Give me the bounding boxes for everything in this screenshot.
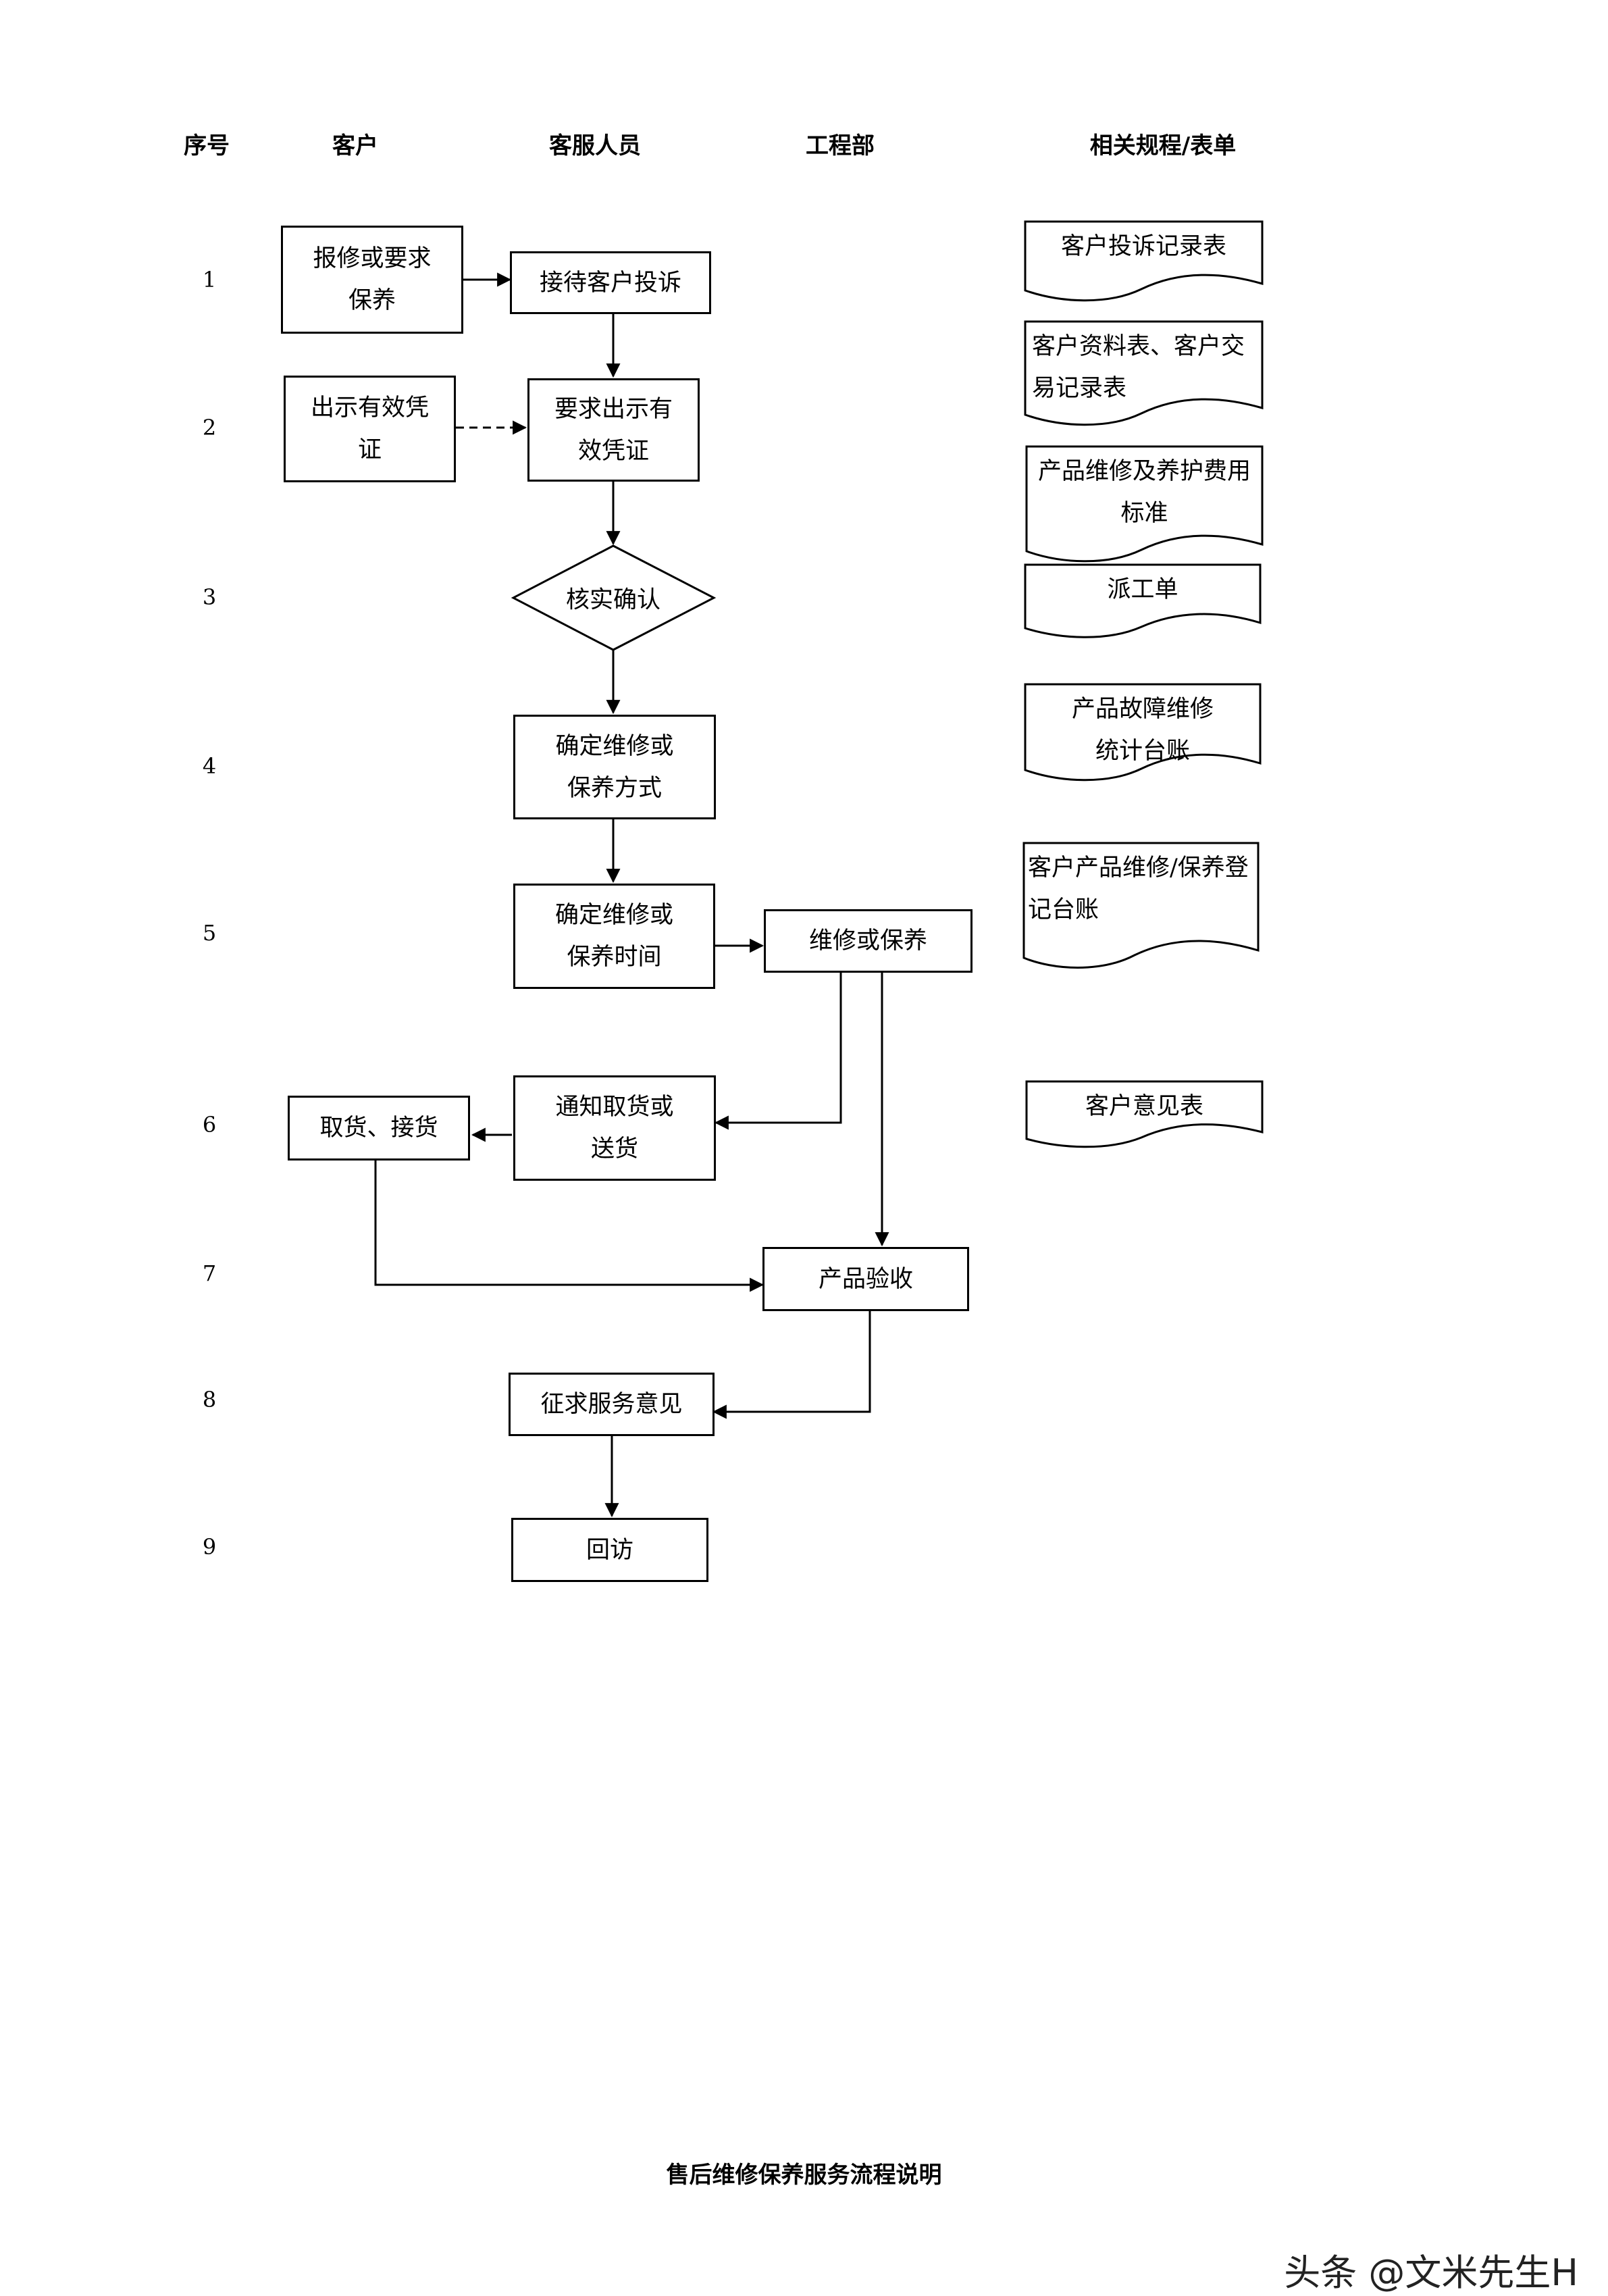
header-seq: 序号 [184,132,230,159]
node-revisit: 回访 [511,1518,708,1582]
node-repair: 维修或保养 [764,909,972,973]
step-number: 1 [202,267,217,292]
step-number: 4 [202,753,217,779]
node-notify: 通知取货或送货 [513,1075,716,1181]
step-number: 6 [202,1112,217,1138]
doc-dispatch-label: 派工单 [1107,576,1178,603]
node-ask-cert: 要求出示有效凭证 [527,378,700,482]
header-forms: 相关规程/表单 [1089,132,1237,159]
node-report: 报修或要求保养 [281,226,463,334]
doc-opinion-label: 客户意见表 [1085,1093,1203,1120]
header-cs: 客服人员 [549,132,641,159]
arrow-pickup-to-accept [374,1160,764,1292]
arrow-accept-to-feedback [712,1311,871,1419]
doc-register-shape [1022,842,1260,969]
doc-dispatch-shape [1024,563,1262,638]
doc-complaint-label: 客户投诉记录表 [1060,233,1226,260]
doc-opinion-shape [1025,1080,1264,1148]
step-number: 5 [202,920,217,946]
step-number: 2 [202,415,217,440]
doc-complaint-shape [1024,220,1264,302]
node-decide-time: 确定维修或保养时间 [513,884,715,989]
node-accept: 产品验收 [762,1247,969,1311]
node-receive: 接待客户投诉 [510,251,711,314]
watermark: 头条 @文米先生H [1284,2251,1578,2294]
node-decide-method: 确定维修或保养方式 [513,715,716,819]
doc-fault-label: 产品故障维修统计台账 [1071,696,1214,765]
header-customer: 客户 [332,132,378,159]
node-show-cert: 出示有效凭证 [284,376,456,482]
node-verify: 核实确认 [565,586,661,614]
doc-info-shape [1024,320,1264,426]
node-feedback: 征求服务意见 [509,1373,715,1436]
doc-fault-shape [1024,683,1262,782]
doc-fee-label: 产品维修及养护费用标准 [1037,458,1251,527]
verify-diamond [511,544,717,651]
doc-fee-shape [1025,445,1264,563]
node-pickup: 取货、接货 [288,1096,470,1160]
step-number: 8 [202,1387,217,1412]
step-number: 3 [202,584,217,610]
doc-info-label: 客户资料表、客户交易记录表 [1032,333,1245,402]
doc-register-label: 客户产品维修/保养登记台账 [1028,854,1249,923]
footer-caption: 售后维修保养服务流程说明 [666,2162,942,2189]
step-number: 7 [202,1260,217,1286]
header-engineering: 工程部 [806,132,875,159]
arrow-repair-to-notify [714,973,842,1130]
step-number: 9 [202,1534,217,1560]
